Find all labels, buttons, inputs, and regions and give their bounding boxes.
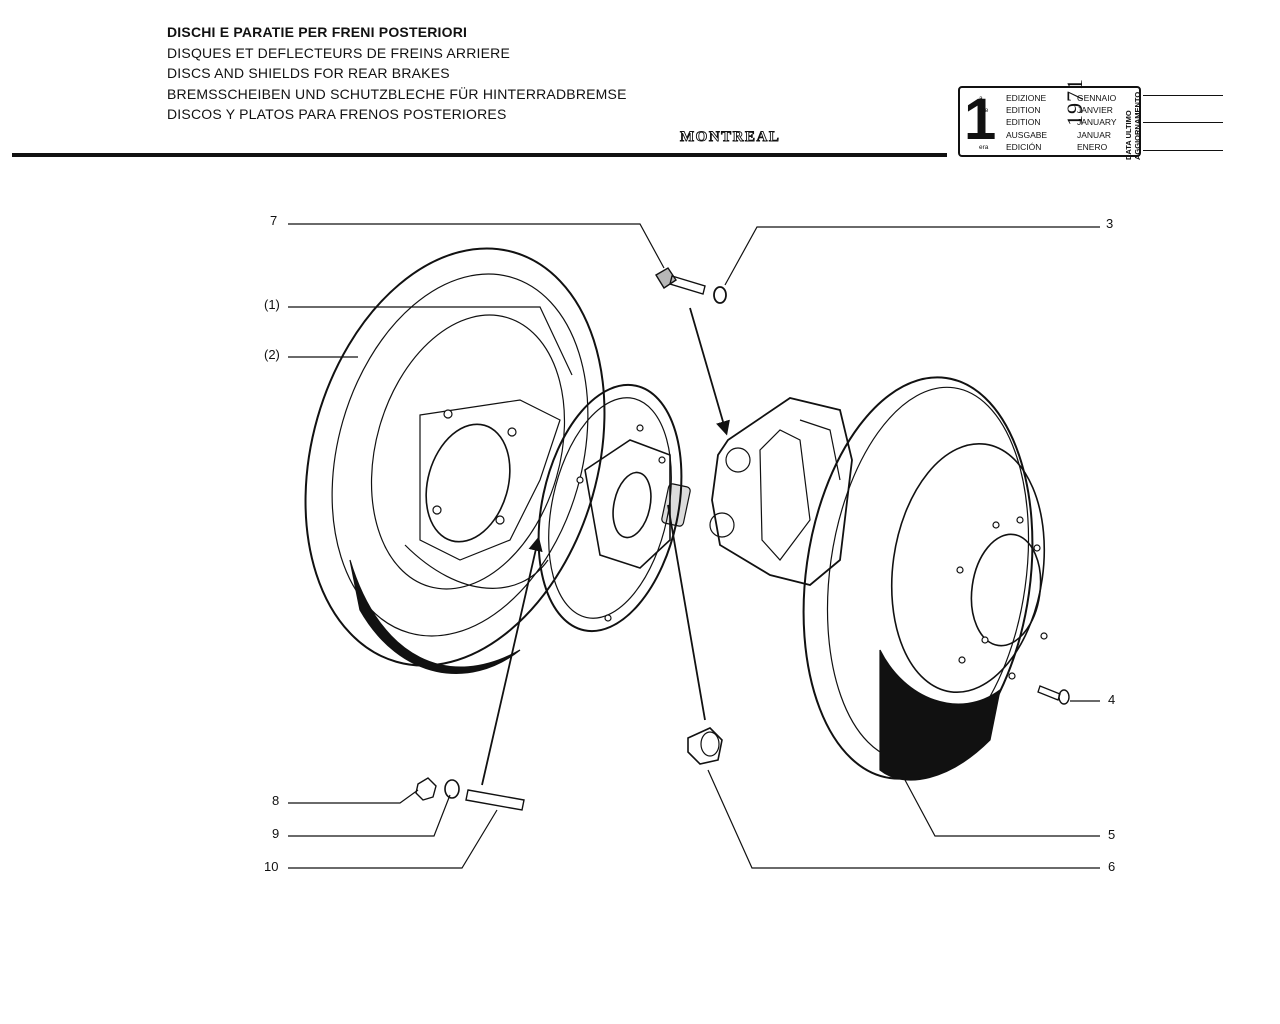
callout-1: (1) <box>264 297 280 312</box>
hub-carrier <box>709 397 853 586</box>
callout-7: 7 <box>270 213 278 228</box>
edition-label: AUSGABE <box>1006 129 1048 140</box>
leader-7 <box>288 223 665 269</box>
callout-5: 5 <box>1108 827 1116 842</box>
leader-9 <box>288 794 451 837</box>
callout-3: 3 <box>1106 216 1114 231</box>
assembly-arrow <box>481 536 543 786</box>
callout-9: 9 <box>272 826 280 841</box>
nut-small <box>415 777 437 801</box>
washer <box>713 286 727 304</box>
brake-disc <box>802 376 1048 781</box>
assembly-arrow <box>667 504 706 721</box>
title-spanish: DISCOS Y PLATOS PARA FRENOS POSTERIORES <box>167 106 507 122</box>
edition-number: 1 <box>964 87 997 152</box>
assembly-arrow <box>689 307 730 436</box>
leader-1 <box>288 306 573 376</box>
edition-box: 1 a ère st . era EDIZIONE EDITION EDITIO… <box>958 78 1141 157</box>
title-block: DISCHI E PARATIE PER FRENI POSTERIORI DI… <box>167 22 627 125</box>
edition-month: JANVIER <box>1077 105 1113 116</box>
update-line <box>1143 122 1223 123</box>
leader-5 <box>904 779 1100 837</box>
edition-label: EDITION <box>1006 117 1041 128</box>
screw <box>1037 685 1070 705</box>
edition-months: GENNAIO JANVIER JANUARY JANUAR ENERO <box>1077 92 1117 153</box>
leader-3 <box>724 226 1100 286</box>
callout-6: 6 <box>1108 859 1116 874</box>
ordinal: a <box>979 95 983 102</box>
title-french: DISQUES ET DEFLECTEURS DE FREINS ARRIERE <box>167 44 511 61</box>
dust-shield <box>304 247 606 674</box>
ordinal: st <box>979 119 985 127</box>
title-english: DISCS AND SHIELDS FOR REAR BRAKES <box>167 65 450 81</box>
ordinal: ère <box>979 107 989 115</box>
update-line <box>1143 150 1223 151</box>
stud <box>465 789 525 811</box>
brand-logo: MONTREAL <box>680 129 781 146</box>
callout-8: 8 <box>272 793 280 808</box>
edition-month: JANUARY <box>1077 117 1117 128</box>
edition-labels: EDIZIONE EDITION EDITION AUSGABE EDICIÓN <box>1006 92 1047 153</box>
title-italian: DISCHI E PARATIE PER FRENI POSTERIORI <box>167 24 468 40</box>
edition-label: EDICIÓN <box>1006 141 1042 152</box>
leader-10 <box>288 809 498 869</box>
edition-label: EDITION <box>1006 105 1041 116</box>
leader-6 <box>707 769 1100 869</box>
edition-ordinals: a ère st . era <box>979 93 988 154</box>
washer-small <box>444 779 460 799</box>
leader-8 <box>288 789 419 804</box>
edition-month: JANUAR <box>1077 129 1112 140</box>
ordinal: . <box>979 131 981 139</box>
update-line <box>1143 95 1223 96</box>
leader-lines <box>288 223 1100 869</box>
callout-10: 10 <box>264 859 279 874</box>
edition-label: EDIZIONE <box>1006 93 1047 103</box>
callout-2: (2) <box>264 347 280 362</box>
header-rule <box>12 153 947 157</box>
edition-month: ENERO <box>1077 141 1108 152</box>
callout-4: 4 <box>1108 692 1116 707</box>
nut <box>687 727 723 765</box>
edition-month: GENNAIO <box>1077 93 1117 103</box>
title-german: BREMSSCHEIBEN UND SCHUTZBLECHE FÜR HINTE… <box>167 85 627 102</box>
ordinal: era <box>979 143 989 151</box>
bolt <box>655 267 706 295</box>
